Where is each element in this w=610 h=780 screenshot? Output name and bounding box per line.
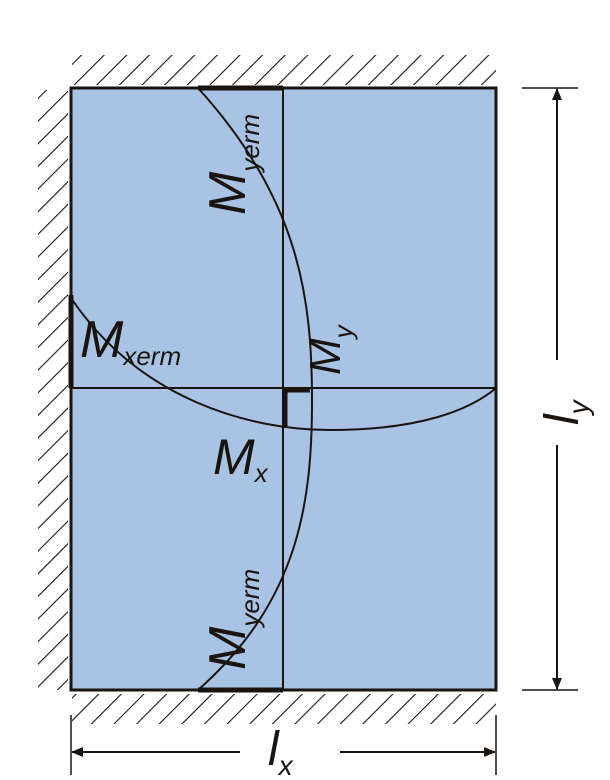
mx-moment-curve bbox=[70, 297, 497, 432]
top-support-hatch bbox=[72, 55, 496, 85]
bottom-support-hatch bbox=[72, 694, 496, 724]
label-my: My bbox=[301, 323, 358, 375]
label-mx: Mx bbox=[213, 429, 269, 488]
label-myerm-top: Myerm bbox=[199, 114, 265, 215]
label-lx: lx bbox=[268, 723, 294, 780]
label-mxerm: Mxerm bbox=[80, 311, 181, 371]
label-myerm-bottom: Myerm bbox=[199, 569, 265, 670]
left-support-hatch bbox=[38, 90, 68, 690]
mx-my-bar bbox=[282, 387, 310, 428]
label-ly: ly bbox=[536, 398, 594, 425]
my-moment-curve bbox=[197, 87, 314, 691]
